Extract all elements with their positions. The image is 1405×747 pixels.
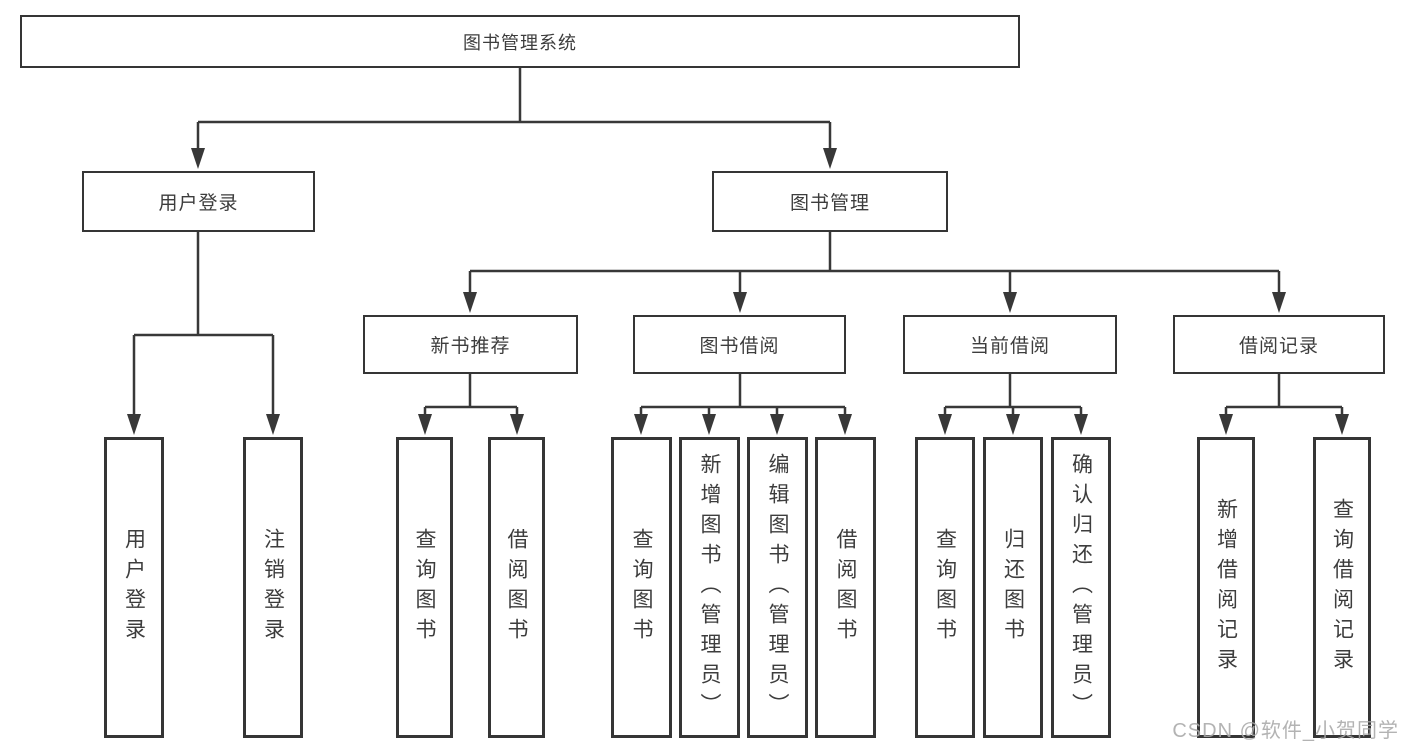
node-label: 当前借阅 — [969, 336, 1050, 357]
leaf-borrow-books-recommend: 借阅图书 — [488, 437, 545, 738]
node-label: 查询图书 — [933, 527, 957, 648]
leaf-edit-book-admin: 编辑图书（管理员） — [747, 437, 808, 738]
node-library-management-system: 图书管理系统 — [20, 15, 1020, 68]
node-label: 查询图书 — [630, 527, 653, 648]
leaf-add-borrow-record: 新增借阅记录 — [1197, 437, 1255, 738]
node-label: 图书管理系统 — [463, 32, 577, 53]
node-label: 查询图书 — [413, 527, 436, 648]
node-book-borrowing: 图书借阅 — [633, 315, 846, 374]
node-label: 用户登录 — [122, 527, 146, 648]
leaf-query-books-current: 查询图书 — [915, 437, 975, 738]
node-label: 图书借阅 — [699, 336, 780, 357]
leaf-user-login: 用户登录 — [104, 437, 164, 738]
node-label: 借阅记录 — [1238, 336, 1319, 357]
leaf-query-books-borrowing: 查询图书 — [611, 437, 672, 738]
node-label: 新增图书（管理员） — [698, 452, 721, 723]
node-label: 注销登录 — [261, 527, 285, 648]
leaf-query-borrow-record: 查询借阅记录 — [1313, 437, 1371, 738]
leaf-add-book-admin: 新增图书（管理员） — [679, 437, 740, 738]
node-label: 新书推荐 — [430, 336, 511, 357]
node-user-login-group: 用户登录 — [82, 171, 315, 232]
node-label: 借阅图书 — [505, 527, 528, 648]
node-label: 查询借阅记录 — [1330, 497, 1354, 678]
node-label: 新增借阅记录 — [1214, 497, 1238, 678]
node-label: 归还图书 — [1001, 527, 1025, 648]
node-label: 编辑图书（管理员） — [766, 452, 789, 723]
leaf-return-books: 归还图书 — [983, 437, 1043, 738]
arrowheads — [127, 148, 1349, 435]
node-book-management: 图书管理 — [712, 171, 948, 232]
node-label: 图书管理 — [789, 193, 870, 214]
node-label: 借阅图书 — [834, 527, 857, 648]
leaf-logout: 注销登录 — [243, 437, 303, 738]
node-new-book-recommendation: 新书推荐 — [363, 315, 578, 374]
watermark: CSDN @软件_小贺同学 — [1172, 720, 1399, 742]
node-label: 确认归还（管理员） — [1069, 452, 1093, 723]
leaf-confirm-return-admin: 确认归还（管理员） — [1051, 437, 1111, 738]
leaf-borrow-books: 借阅图书 — [815, 437, 876, 738]
leaf-query-books-recommend: 查询图书 — [396, 437, 453, 738]
node-label: 用户登录 — [158, 193, 239, 214]
node-current-borrowing: 当前借阅 — [903, 315, 1117, 374]
node-borrowing-records: 借阅记录 — [1173, 315, 1385, 374]
